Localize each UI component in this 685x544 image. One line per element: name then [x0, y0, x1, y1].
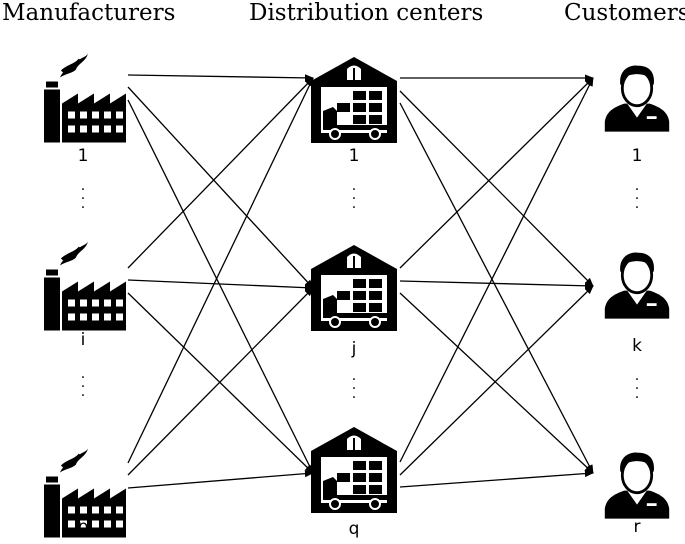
manufacturer-i-label: i	[80, 330, 86, 350]
warehouse-icon	[310, 56, 398, 144]
customers-ellipsis-upper: · · ·	[634, 182, 640, 216]
factory-icon	[42, 240, 128, 331]
distribution-ellipsis-upper: · · ·	[351, 182, 357, 216]
manufacturer-p-label: p	[77, 517, 89, 537]
customers-ellipsis-lower: · · ·	[634, 372, 640, 406]
customer-r-label: r	[633, 517, 641, 537]
flow-arrow	[399, 469, 594, 488]
flow-arrow	[127, 99, 314, 474]
customer-icon	[603, 451, 671, 520]
customer-1-label: 1	[631, 146, 643, 166]
warehouse-icon	[310, 426, 398, 514]
flow-arrow	[399, 280, 594, 290]
manufacturers-ellipsis-lower: · · ·	[80, 370, 86, 404]
customers-header: Customers	[564, 0, 685, 26]
flow-arrow	[399, 102, 594, 474]
flow-arrow	[399, 77, 594, 269]
flow-arrow	[127, 279, 314, 292]
factory-icon	[42, 52, 128, 143]
customer-icon	[603, 64, 671, 133]
distribution-center-1-label: 1	[348, 146, 360, 166]
flow-arrow	[127, 86, 314, 289]
warehouse-icon	[310, 244, 398, 332]
flow-arrow	[399, 285, 594, 476]
distribution-centers-header: Distribution centers	[249, 0, 484, 26]
flow-arrow	[127, 292, 314, 474]
manufacturers-header: Manufacturers	[2, 0, 176, 26]
distribution-center-j-label: j	[351, 339, 357, 359]
flow-arrow	[127, 77, 314, 269]
distribution-center-q-label: q	[348, 519, 360, 539]
manufacturers-ellipsis-upper: · · ·	[80, 182, 86, 216]
flow-arrow	[127, 287, 314, 476]
customer-k-label: k	[632, 336, 642, 356]
flow-arrow	[399, 77, 594, 463]
flow-arrow	[127, 74, 314, 82]
flow-arrow	[127, 77, 314, 464]
manufacturer-1-label: 1	[77, 146, 89, 166]
customer-icon	[603, 251, 671, 320]
flow-arrow	[399, 90, 594, 287]
distribution-ellipsis-lower: · · ·	[351, 372, 357, 406]
flow-arrow	[127, 470, 314, 489]
flow-arrow	[399, 292, 594, 474]
